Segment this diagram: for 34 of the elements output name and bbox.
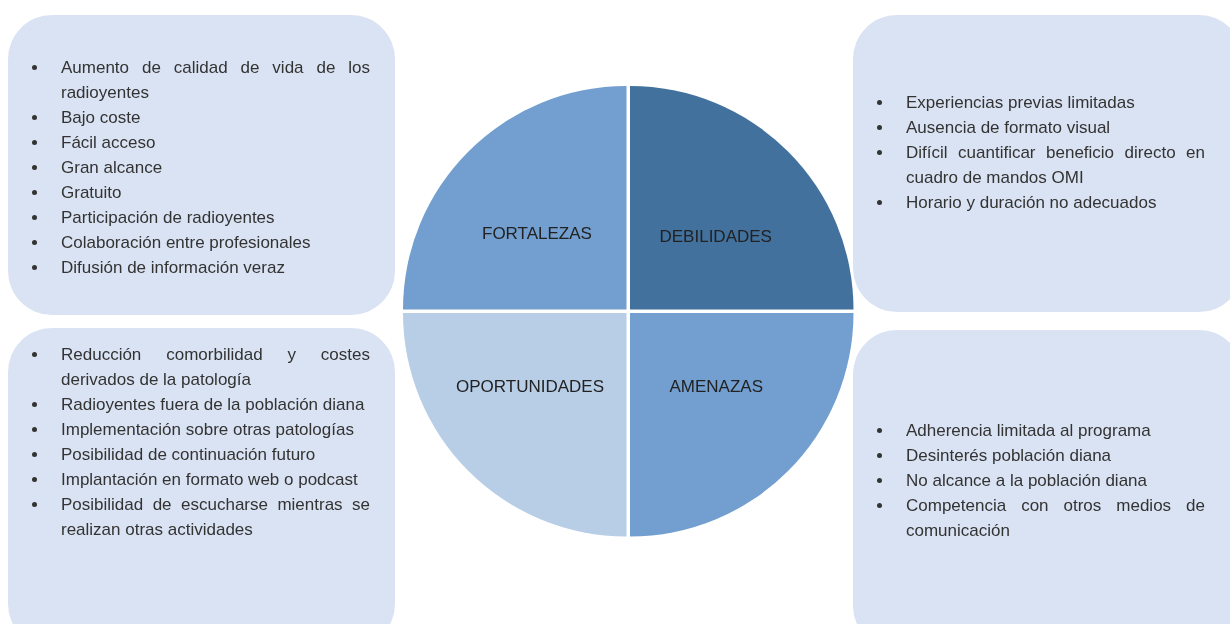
bullet-point: Participación de radioyentes (61, 207, 276, 229)
text-card (8, 15, 395, 315)
bullet-point: Ausencia de formato visual (906, 117, 1112, 139)
bullet-point: Radioyentes fuera de la población diana (61, 394, 366, 416)
bullet-point: Posibilidad de continuación futuro (61, 444, 317, 466)
quadrant-segment (629, 86, 853, 310)
bullet-point: Difusión de información veraz (61, 257, 286, 279)
bullet-point: Difícil cuantificar beneficio directo en cuadro de mandos OMI (906, 142, 1205, 189)
bullet-point: Reducción comorbilidad y costes derivados de la patología (61, 344, 370, 391)
quadrant-title: AMENAZAS (669, 376, 764, 397)
bullet-point: Horario y duración no adecuados (906, 192, 1158, 214)
quadrant-segment (403, 312, 627, 536)
text-card (853, 330, 1230, 624)
bullet-point: Implantación en formato web o podcast (61, 469, 359, 491)
bullet-point: Gran alcance (61, 157, 164, 179)
bullet-point: Competencia con otros medios de comunicación (906, 495, 1205, 542)
bullet-point: Adherencia limitada al programa (906, 420, 1152, 442)
bullet-point: Experiencias previas limitadas (906, 92, 1136, 114)
quadrant-title: FORTALEZAS (482, 224, 592, 244)
bullet-point: Gratuito (61, 182, 123, 204)
quadrant-title: DEBILIDADES (659, 227, 772, 247)
bullet-point: No alcance a la población diana (906, 470, 1148, 492)
bullet-point: Aumento de calidad de vida de los radioyentes (61, 57, 370, 104)
bullet-point: Posibilidad de escucharse mientras se realizan otras actividades (61, 494, 370, 541)
bullet-point: Colaboración entre profesionales (61, 232, 312, 254)
quadrant-title: OPORTUNIDADES (456, 376, 604, 397)
bullet-point: Fácil acceso (61, 132, 157, 154)
quadrant-segment (403, 86, 627, 310)
text-card (853, 15, 1230, 312)
quadrant-segment (629, 312, 853, 536)
text-card (8, 328, 395, 624)
bullet-point: Implementación sobre otras patologías (61, 419, 355, 441)
bullet-point: Bajo coste (61, 107, 142, 129)
bullet-point: Desinterés población diana (906, 445, 1113, 467)
